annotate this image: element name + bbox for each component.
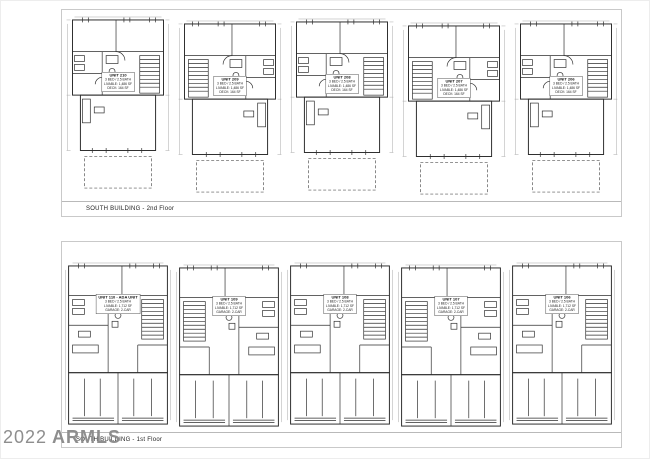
floor-plan-unit: UNIT 207 3 BED / 2.5 BATH LIVABLE: 1,486… <box>402 22 506 202</box>
unit-detail-line: LIVABLE: 1,486 SF <box>552 86 580 90</box>
unit-detail-line: GARAGE: 2-CAR <box>549 308 575 313</box>
unit-detail-line: DECK: 164 SF <box>107 86 129 90</box>
unit-detail-line: 3 BED / 2.5 BATH <box>216 302 242 306</box>
unit-detail-line: DECK: 164 SF <box>331 88 353 92</box>
unit-detail-line: 3 BED / 2.5 BATH <box>441 83 467 88</box>
unit-label: UNIT 209 <box>221 76 239 82</box>
unit-detail-line: LIVABLE: 1,486 SF <box>328 84 356 88</box>
unit-info-block: UNIT 209 3 BED / 2.5 BATH LIVABLE: 1,486… <box>213 75 247 96</box>
floor-plan-drawing <box>514 20 618 193</box>
unit-detail-line: LIVABLE: 1,486 SF <box>216 86 244 90</box>
unit-detail-line: 3 BED / 2.5 BATH <box>217 81 243 86</box>
unit-detail-line: DECK: 164 SF <box>219 90 241 94</box>
unit-detail-line: LIVABLE: 1,486 SF <box>440 88 468 92</box>
unit-detail-line: LIVABLE: 1,712 SF <box>215 306 243 310</box>
unit-label: UNIT 109 <box>220 296 238 302</box>
unit-detail-line: 3 BED / 2.5 BATH <box>553 81 579 86</box>
unit-detail-line: 3 BED / 2.5 BATH <box>329 79 355 84</box>
sheet-caption: SOUTH BUILDING - 2nd Floor <box>86 206 175 212</box>
sheet-2nd-floor: UNIT 210 3 BED / 2.5 BATH LIVABLE: 1,486… <box>61 9 622 217</box>
floor-plan-unit: UNIT 208 3 BED / 2.5 BATH LIVABLE: 1,486… <box>290 18 394 198</box>
unit-label: UNIT 110 - ADA UNIT <box>98 294 138 300</box>
unit-detail-line: GARAGE: 2-CAR <box>105 308 131 313</box>
floor-plan-unit: UNIT 206 3 BED / 2.5 BATH LIVABLE: 1,486… <box>514 20 618 200</box>
unit-info-block: UNIT 109 3 BED / 2.5 BATH LIVABLE: 1,712… <box>212 295 246 316</box>
unit-label: UNIT 210 <box>109 72 127 78</box>
unit-detail-line: GARAGE: 2-CAR <box>438 310 464 315</box>
unit-info-block: UNIT 208 3 BED / 2.5 BATH LIVABLE: 1,486… <box>325 73 359 94</box>
watermark-year: 2022 <box>3 427 48 447</box>
floor-plan-drawing <box>287 262 393 425</box>
unit-label: UNIT 106 <box>553 294 571 300</box>
unit-detail-line: 3 BED / 2.5 BATH <box>105 77 131 82</box>
floor-plan-drawing <box>176 264 282 427</box>
unit-detail-line: LIVABLE: 1,712 SF <box>104 304 132 308</box>
unit-detail-line: LIVABLE: 1,486 SF <box>104 82 132 86</box>
unit-info-block: UNIT 210 3 BED / 2.5 BATH LIVABLE: 1,486… <box>101 71 135 92</box>
sheet-1st-floor: UNIT 110 - ADA UNIT 3 BED / 2.5 BATH LIV… <box>61 241 622 448</box>
floor-plan-unit: UNIT 108 3 BED / 2.5 BATH LIVABLE: 1,712… <box>286 262 394 430</box>
unit-label: UNIT 108 <box>331 294 349 300</box>
unit-detail-line: GARAGE: 2-CAR <box>327 308 353 313</box>
floor-plan-unit: UNIT 210 3 BED / 2.5 BATH LIVABLE: 1,486… <box>66 16 170 196</box>
floor-plan-drawing <box>178 20 282 193</box>
floor-plan-unit: UNIT 109 3 BED / 2.5 BATH LIVABLE: 1,712… <box>175 264 283 432</box>
unit-info-block: UNIT 110 - ADA UNIT 3 BED / 2.5 BATH LIV… <box>95 293 141 314</box>
floor-plan-drawing <box>290 18 394 191</box>
unit-label: UNIT 207 <box>445 78 463 84</box>
unit-label: UNIT 208 <box>333 74 351 80</box>
floor-plan-drawing <box>66 16 170 189</box>
floor-plan-drawing <box>65 262 171 425</box>
unit-detail-line: DECK: 164 SF <box>443 92 465 96</box>
unit-detail-line: GARAGE: 2-CAR <box>216 310 242 315</box>
sheet-caption-bar: SOUTH BUILDING - 1st Floor <box>62 432 621 447</box>
floor-plan-drawing <box>509 262 615 425</box>
floor-plan-unit: UNIT 106 3 BED / 2.5 BATH LIVABLE: 1,712… <box>508 262 616 430</box>
unit-info-block: UNIT 107 3 BED / 2.5 BATH LIVABLE: 1,712… <box>434 295 468 316</box>
unit-detail-line: LIVABLE: 1,712 SF <box>437 306 465 310</box>
floor-plan-drawing <box>402 22 506 195</box>
floor-plan-unit: UNIT 107 3 BED / 2.5 BATH LIVABLE: 1,712… <box>397 264 505 432</box>
unit-detail-line: 3 BED / 2.5 BATH <box>105 300 131 304</box>
unit-info-block: UNIT 207 3 BED / 2.5 BATH LIVABLE: 1,486… <box>437 77 471 98</box>
unit-detail-line: DECK: 164 SF <box>555 90 577 94</box>
unit-info-block: UNIT 106 3 BED / 2.5 BATH LIVABLE: 1,712… <box>545 293 579 314</box>
floor-plan-drawing <box>398 264 504 427</box>
floor-plan-unit: UNIT 110 - ADA UNIT 3 BED / 2.5 BATH LIV… <box>64 262 172 430</box>
watermark-brand: ARMLS <box>52 427 122 447</box>
unit-info-block: UNIT 206 3 BED / 2.5 BATH LIVABLE: 1,486… <box>549 75 583 96</box>
unit-detail-line: 3 BED / 2.5 BATH <box>327 300 353 304</box>
unit-label: UNIT 107 <box>442 296 460 302</box>
unit-detail-line: LIVABLE: 1,712 SF <box>548 304 576 308</box>
unit-label: UNIT 206 <box>557 76 575 82</box>
unit-detail-line: 3 BED / 2.5 BATH <box>438 302 464 306</box>
unit-info-block: UNIT 108 3 BED / 2.5 BATH LIVABLE: 1,712… <box>323 293 357 314</box>
sheet-caption: SOUTH BUILDING - 1st Floor <box>76 437 163 443</box>
floor-plan-unit: UNIT 209 3 BED / 2.5 BATH LIVABLE: 1,486… <box>178 20 282 200</box>
unit-detail-line: 3 BED / 2.5 BATH <box>549 300 575 304</box>
unit-detail-line: LIVABLE: 1,712 SF <box>326 304 354 308</box>
sheet-caption-bar: SOUTH BUILDING - 2nd Floor <box>62 201 621 216</box>
